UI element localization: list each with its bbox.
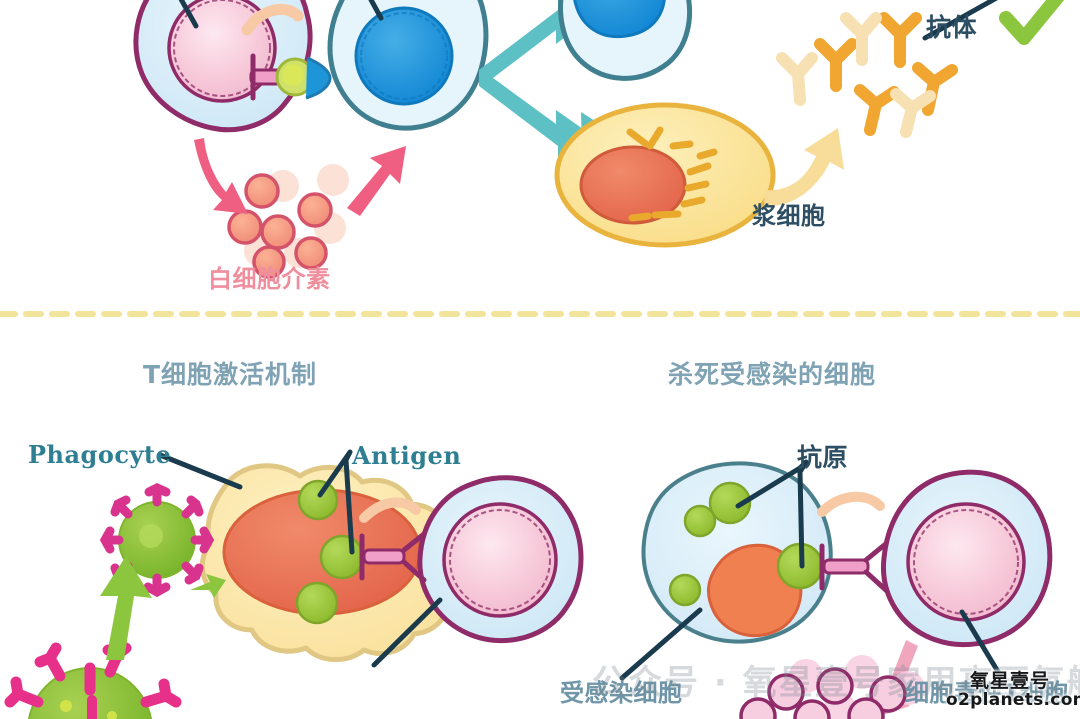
label-cytotoxic-t-cell: 细胞毒性T细胞 (905, 679, 1069, 707)
label-phagocyte: Phagocyte (28, 440, 172, 469)
check-mark-icon (999, 0, 1065, 45)
antigen-surface-lower (319, 534, 365, 580)
b-cell-top-right-upper (558, 0, 693, 81)
watermark-center-faded: 公众号 · 氧星壹号家用高压氧舱 (592, 663, 1080, 703)
label-interleukin: 白细胞介素 (208, 265, 331, 293)
leader-line-cytotoxic-t (959, 609, 1003, 678)
infected-cell (641, 461, 833, 644)
free-virus (4, 642, 182, 719)
leader-line-b-cell (368, 0, 384, 21)
mhc-receptor-bridge-bottom-left (359, 497, 427, 583)
watermark-badge: 氧星壹号 o2planets.com (946, 670, 1080, 710)
mhc-receptor-bridge-bottom-right (817, 491, 891, 595)
watermark-badge-url: o2planets.com (946, 689, 1080, 710)
label-infected-cell: 受感染细胞 (560, 679, 683, 707)
leader-line-helper-t (178, 0, 199, 29)
leader-line-antigen-en (317, 449, 355, 555)
arrow-pink-stimulate (347, 146, 406, 216)
label-plasma-cell: 浆细胞 (752, 202, 826, 230)
cytotoxic-t-cell (881, 469, 1053, 648)
helper-t-cell-bottom-left (417, 475, 584, 644)
mhc-receptor-bridge-top (241, 3, 332, 101)
arrow-green-internalize (190, 574, 226, 598)
leader-line-infected-cell (619, 607, 703, 681)
arrow-green-uptake (100, 556, 152, 660)
arrow-pink-secrete (194, 138, 248, 214)
antigen-inside-3 (668, 573, 702, 607)
label-antibody: 抗体 (926, 13, 978, 42)
leader-line-antigen-zh (735, 459, 809, 569)
interleukin-cluster (227, 164, 349, 279)
antigen-inside-1 (708, 481, 752, 525)
label-antigen-zh: 抗原 (797, 443, 849, 472)
antigen-surface-upper (297, 479, 339, 521)
plasma-cell (554, 102, 776, 248)
antigen-vesicle (295, 581, 339, 625)
leader-line-t-cell-bl (371, 597, 443, 668)
label-antigen-en: Antigen (352, 441, 462, 470)
watermark-badge-name: 氧星壹号 (969, 670, 1050, 692)
section-title-t-cell-activation: T细胞激活机制 (143, 360, 318, 389)
section-title-kill-infected: 杀死受感染的细胞 (668, 360, 877, 389)
b-cell-top-center (327, 0, 489, 131)
antibody-cluster (776, 12, 958, 138)
endoplasmic-reticulum (626, 126, 718, 222)
leader-line-antibody (922, 0, 998, 41)
engulfed-virus (99, 483, 215, 598)
arrow-yellow-antibody (764, 128, 844, 207)
antigen-inside-2 (683, 504, 717, 538)
leader-line-phagocyte (157, 452, 243, 490)
granule-cluster (739, 655, 925, 719)
